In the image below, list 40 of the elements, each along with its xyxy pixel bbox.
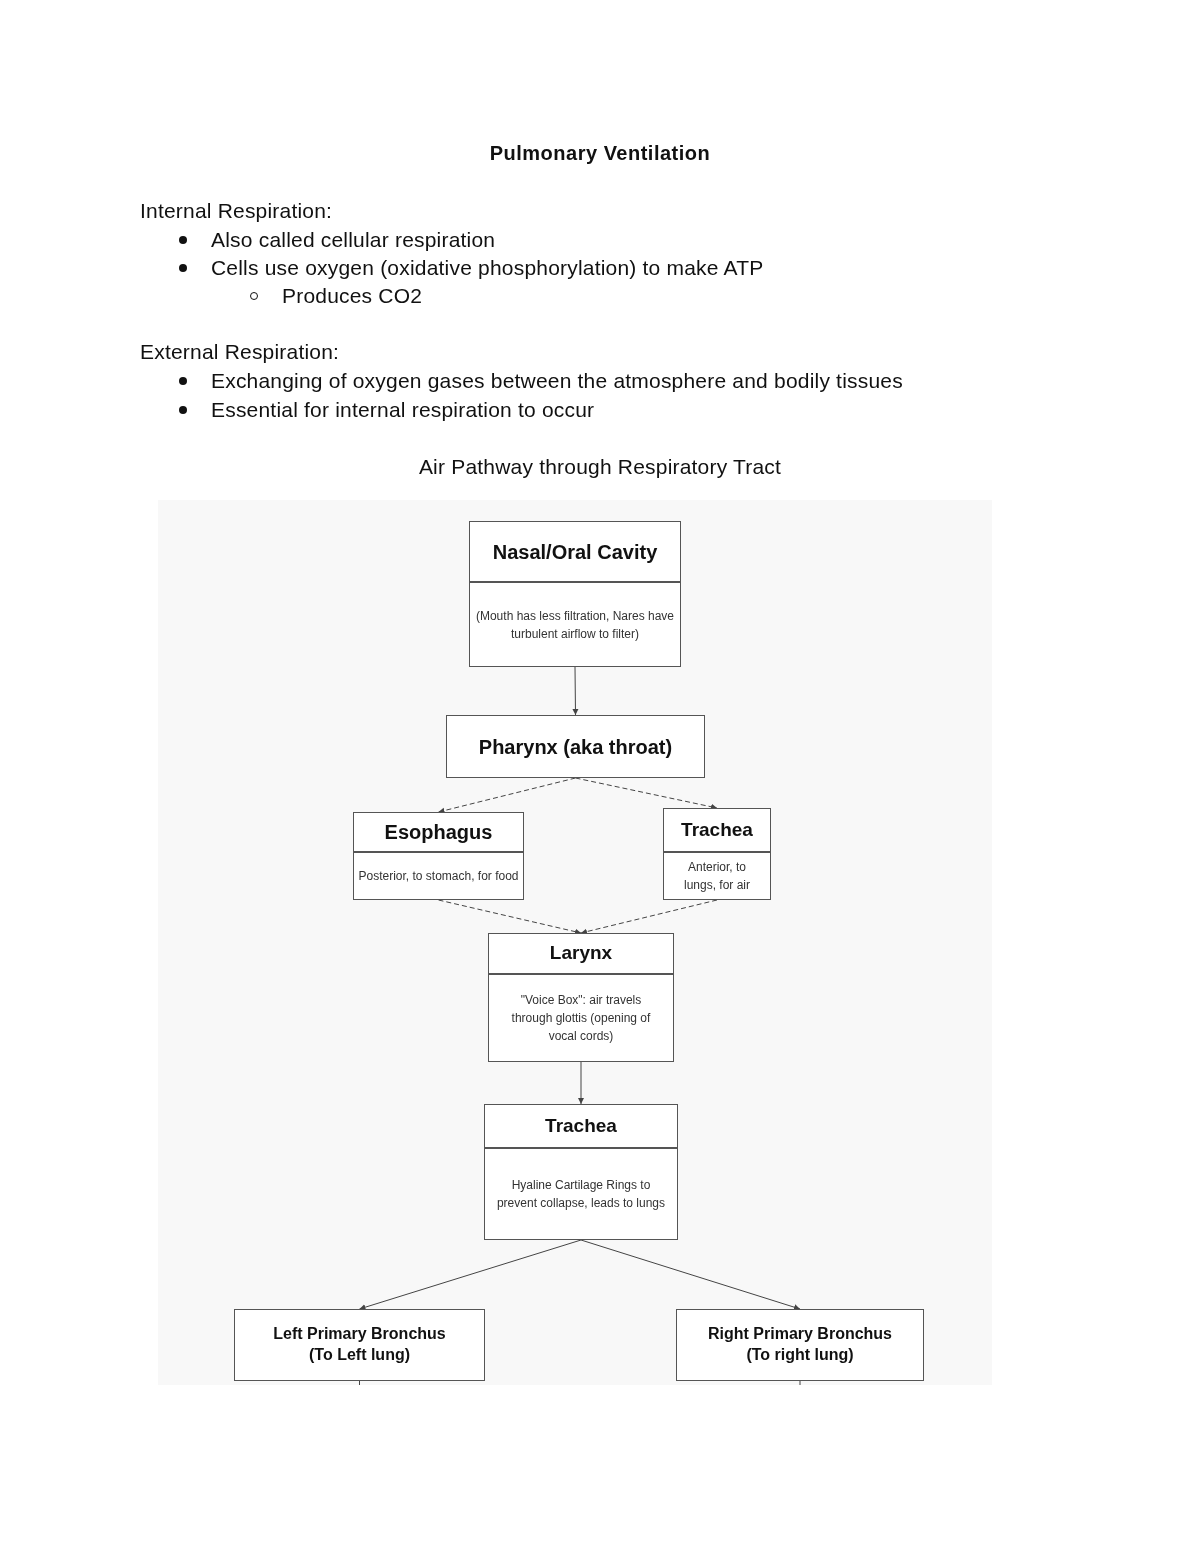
box-heading: Trachea [545, 1113, 617, 1138]
box-description: Anterior, to lungs, for air [683, 859, 751, 894]
flow-box [676, 1309, 924, 1381]
flow-box [234, 1309, 485, 1381]
box-heading: Esophagus [384, 820, 493, 845]
flow-box [488, 933, 674, 1062]
page-title: Pulmonary Ventilation [489, 141, 711, 165]
bullet-text: Produces CO2 [282, 283, 423, 309]
arrow [572, 666, 579, 716]
flow-box [446, 715, 705, 778]
box-heading: Nasal/Oral Cavity [492, 539, 658, 565]
bullet-text: Essential for internal respiration to occur [211, 397, 595, 423]
bullet-text: Cells use oxygen (oxidative phosphorylation) to make ATP [211, 255, 764, 281]
arrow [580, 899, 718, 935]
box-heading: Left Primary Bronchus (To Left lung) [272, 1324, 447, 1365]
section-heading: Internal Respiration: [140, 198, 333, 224]
arrow [438, 899, 582, 935]
arrow [438, 777, 576, 814]
arrow [578, 1061, 584, 1105]
box-heading: Trachea [681, 817, 753, 842]
section-heading: Air Pathway through Respiratory Tract [418, 454, 782, 480]
box-heading: Larynx [549, 941, 613, 966]
flow-box [484, 1104, 678, 1240]
flow-box [663, 808, 771, 900]
box-description: Hyaline Cartilage Rings to prevent collapse, leads to lungs [495, 1177, 667, 1212]
section-heading: External Respiration: [140, 339, 340, 365]
box-description: Posterior, to stomach, for food [358, 868, 519, 885]
flow-box [353, 812, 524, 900]
box-heading: Right Primary Bronchus (To right lung) [707, 1324, 893, 1365]
flow-box [469, 521, 681, 667]
arrow [359, 1239, 582, 1311]
connector-line [359, 1380, 360, 1385]
connector-line [799, 1380, 801, 1385]
box-description: (Mouth has less filtration, Nares have turbulent airflow to filter) [474, 607, 676, 643]
bullet-text: Exchanging of oxygen gases between the atmosphere and bodily tissues [211, 368, 903, 394]
bullet-text: Also called cellular respiration [211, 227, 496, 253]
box-description: "Voice Box": air travels through glottis (opening of vocal cords) [510, 992, 652, 1045]
box-heading: Pharynx (aka throat) [478, 734, 673, 760]
arrow [580, 1239, 801, 1311]
arrow [575, 777, 718, 810]
